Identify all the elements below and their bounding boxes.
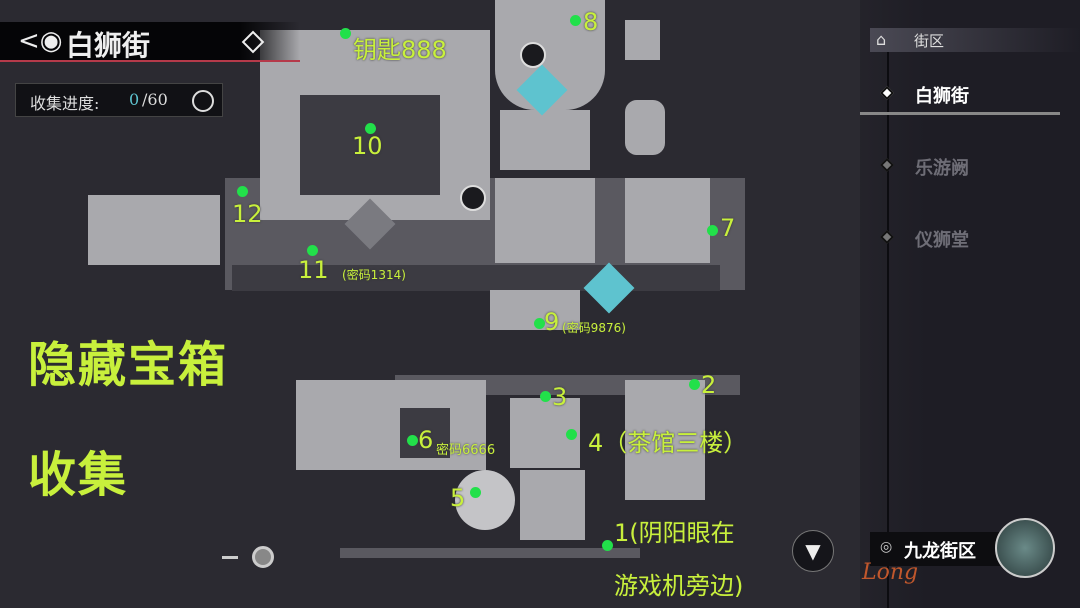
marker-label: 游戏机旁边) (614, 572, 744, 600)
marker-dot (534, 318, 545, 329)
collection-progress: 收集进度: 0 /60 (15, 83, 223, 117)
location-icon: ◎ (880, 539, 893, 555)
district-label: 九龙街区 (904, 541, 976, 562)
district-emblem (995, 518, 1055, 578)
diamond-icon (879, 229, 895, 245)
marker-label: 6 (418, 426, 434, 454)
marker-label: 5 (450, 484, 466, 512)
zoom-handle[interactable] (252, 546, 274, 568)
marker-label: 4（茶馆三楼） (588, 429, 748, 457)
zoom-out-icon[interactable] (222, 556, 238, 559)
sidebar-item-label: 白狮街 (915, 86, 969, 107)
sidebar-item-label: 乐游阙 (915, 158, 969, 179)
building-icon: ⌂ (876, 30, 887, 49)
marker-label: 7 (720, 214, 736, 242)
marker-dot (365, 123, 376, 134)
progress-total: /60 (142, 90, 168, 109)
marker-dot (237, 186, 248, 197)
marker-note: (密码9876) (562, 321, 626, 335)
section-label: 街区 (914, 32, 945, 50)
title-bar: <◉ 白狮街 (0, 22, 300, 62)
page-title: 白狮街 (66, 29, 151, 62)
sidebar-item-label: 仪狮堂 (915, 230, 969, 251)
shop-pin-icon[interactable] (520, 42, 546, 68)
marker-label: 钥匙888 (353, 36, 447, 64)
marker-dot (602, 540, 613, 551)
marker-label: 1(阴阳眼在 (614, 519, 735, 547)
diamond-icon (879, 85, 895, 101)
marker-label: 10 (352, 132, 383, 160)
back-button[interactable]: <◉ (18, 26, 63, 56)
progress-value: 0 (129, 90, 140, 109)
marker-label: 2 (701, 371, 717, 399)
marker-label: 8 (583, 8, 599, 36)
marker-dot (340, 28, 351, 39)
marker-label: 3 (552, 383, 568, 411)
marker-dot (307, 245, 318, 256)
marker-dot (566, 429, 577, 440)
marker-dot (689, 379, 700, 390)
marker-dot (540, 391, 551, 402)
marker-note: 密码6666 (436, 443, 496, 458)
zoom-slider[interactable] (222, 545, 282, 569)
marker-dot (470, 487, 481, 498)
marker-label: 9 (544, 308, 560, 336)
marker-dot (570, 15, 581, 26)
overlay-title: 收集 (28, 447, 129, 503)
filter-button[interactable]: ▼ (792, 530, 834, 572)
marker-label: 11 (298, 256, 329, 284)
waypoint-icon[interactable] (241, 30, 265, 54)
search-icon[interactable] (192, 90, 214, 112)
signature-logo: Long (862, 560, 919, 585)
section-header: ⌂ 街区 (870, 28, 1080, 52)
marker-label: 12 (232, 200, 263, 228)
progress-label: 收集进度: (30, 94, 100, 113)
marker-dot (407, 435, 418, 446)
district-sidebar: ⌂ 街区 白狮街 乐游阙 仪狮堂 (860, 0, 1080, 608)
overlay-title: 隐藏宝箱 (28, 337, 229, 393)
marker-dot (707, 225, 718, 236)
marker-note: (密码1314) (342, 268, 406, 282)
shop-pin-icon[interactable] (460, 185, 486, 211)
diamond-icon (879, 157, 895, 173)
